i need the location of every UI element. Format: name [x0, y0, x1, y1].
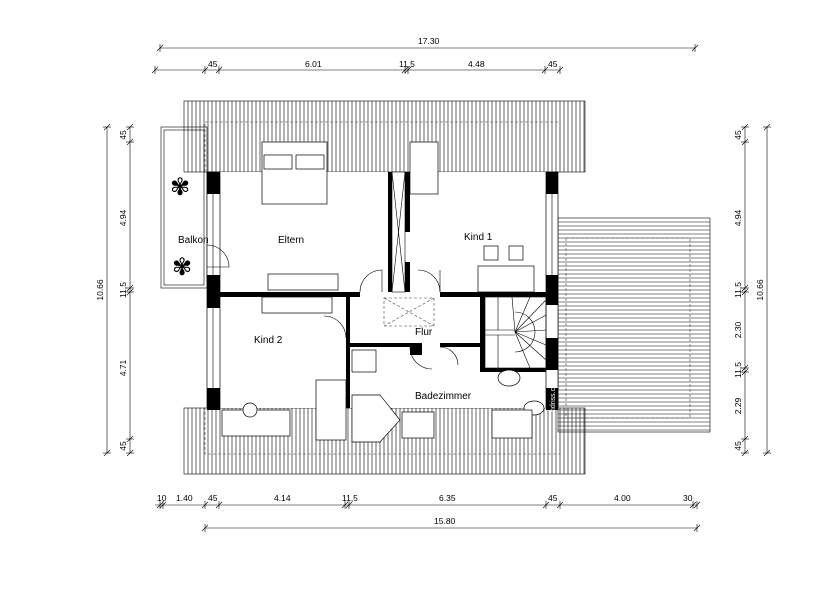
dimension-lines [106, 47, 768, 529]
dim-label: 10.66 [755, 279, 765, 301]
dim-label: 2.30 [733, 321, 743, 338]
dim-label: 1.40 [176, 493, 193, 503]
shelf [315, 379, 347, 441]
roof-top-eave [204, 121, 561, 173]
room-label-kind2: Kind 2 [254, 335, 283, 346]
dim-label: 45 [118, 130, 128, 140]
staircase [484, 296, 547, 369]
doors [206, 244, 459, 370]
dimension-ticks [103, 44, 771, 532]
dim-label: 10 [157, 493, 167, 503]
room-label-balkon: Balkon [178, 235, 209, 246]
terrace-edge [565, 237, 691, 419]
dim-label: 4.00 [614, 493, 631, 503]
plant-icon: ✾ [170, 174, 190, 201]
plant-icon: ✾ [172, 254, 192, 281]
stair-opening [383, 297, 435, 327]
dim-label: 4.71 [118, 359, 128, 376]
dim-bottom-total: 15.80 [434, 516, 456, 526]
watermark: ndriss.com [550, 378, 557, 412]
furniture: ✾ ✾ [170, 141, 545, 443]
dim-label: 11,5 [399, 59, 415, 69]
dim-top-total: 17.30 [418, 36, 440, 46]
dim-label: 45 [208, 493, 218, 503]
room-label-bad: Badezimmer [415, 391, 472, 402]
toilet [497, 369, 521, 387]
dim-label: 45 [118, 441, 128, 451]
room-label-eltern: Eltern [278, 235, 304, 246]
double-bed [261, 141, 328, 205]
dim-label: 2.29 [733, 397, 743, 414]
dim-label: 45 [733, 130, 743, 140]
dim-label: 45 [208, 59, 218, 69]
dim-label: 11,5 [733, 362, 743, 378]
dim-label: 6.35 [439, 493, 456, 503]
wardrobe [267, 273, 339, 291]
exterior-walls [206, 171, 559, 410]
dim-label: 4.48 [468, 59, 485, 69]
dim-label: 4.14 [274, 493, 291, 503]
bed-kind1 [409, 141, 439, 195]
desk [477, 265, 535, 293]
dim-label: 4.94 [733, 209, 743, 226]
dim-label: 45 [548, 59, 558, 69]
balcony-rail [163, 129, 205, 286]
dim-label: 11,5 [118, 282, 128, 298]
room-label-flur: Flur [415, 327, 433, 338]
room-label-kind1: Kind 1 [464, 232, 493, 243]
desk-kind2 [221, 409, 291, 437]
dim-label: 10.66 [95, 279, 105, 301]
dim-label: 11,5 [342, 493, 358, 503]
dim-label: 45 [548, 493, 558, 503]
wardrobe-kind2 [261, 296, 333, 314]
interior-walls [220, 171, 546, 408]
dim-label: 45 [733, 441, 743, 451]
dim-label: 6.01 [305, 59, 322, 69]
dim-label: 4.94 [118, 209, 128, 226]
dim-label: 30 [683, 493, 693, 503]
bathtub [351, 394, 401, 443]
dim-label: 11,5 [733, 282, 743, 298]
